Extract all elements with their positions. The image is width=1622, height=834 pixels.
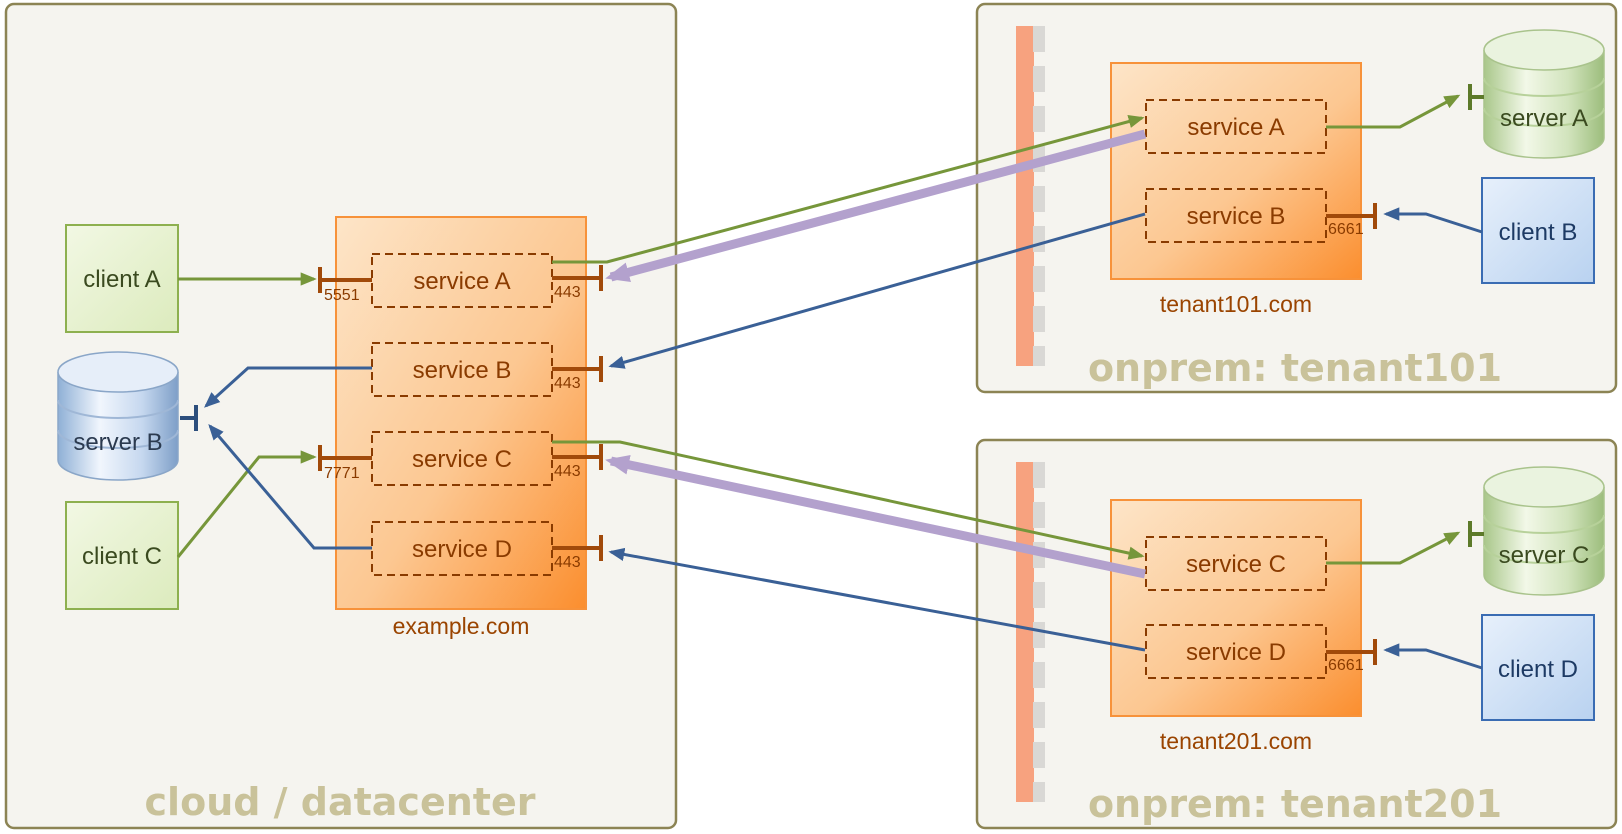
port-443-c-label: 443 bbox=[554, 463, 581, 480]
server-a-label: server A bbox=[1500, 105, 1588, 132]
link-service-a-outbound bbox=[552, 115, 1145, 264]
tenant101-zone-title: onprem: tenant101 bbox=[1088, 346, 1502, 390]
port-443-d-label: 443 bbox=[554, 554, 581, 571]
server-b-label: server B bbox=[73, 429, 162, 456]
tenant201-service-c-label: service C bbox=[1186, 551, 1286, 578]
cloud-service-d[interactable]: service D bbox=[371, 521, 553, 576]
tenant201-service-c[interactable]: service C bbox=[1145, 536, 1327, 591]
client-d[interactable]: client D bbox=[1481, 614, 1595, 721]
port-443-a bbox=[552, 265, 603, 291]
cloud-service-b-label: service B bbox=[413, 357, 512, 384]
tenant201-service-d[interactable]: service D bbox=[1145, 624, 1327, 679]
port-7771 bbox=[318, 445, 372, 471]
port-5551 bbox=[318, 267, 372, 293]
client-d-label: client D bbox=[1498, 656, 1578, 683]
tenant101-service-a-label: service A bbox=[1187, 114, 1284, 141]
link-tenant101-service-b-to-cloud bbox=[608, 212, 1146, 369]
cloud-zone-title: cloud / datacenter bbox=[145, 780, 536, 824]
link-service-c-outbound bbox=[552, 440, 1145, 560]
link-client-c-to-service-c bbox=[176, 450, 317, 558]
tunnel-tenant101 bbox=[605, 129, 1147, 283]
database-icon bbox=[57, 351, 179, 481]
link-service-c-to-server-c bbox=[1326, 531, 1461, 565]
server-a-port bbox=[1468, 84, 1484, 110]
tenant101-service-a[interactable]: service A bbox=[1145, 99, 1327, 154]
port-443-a-label: 443 bbox=[554, 284, 581, 301]
tenant101-firewall bbox=[1016, 26, 1045, 366]
client-a[interactable]: client A bbox=[65, 224, 179, 333]
tenant201-host-label: tenant201.com bbox=[1160, 728, 1312, 754]
port-6661-d bbox=[1326, 639, 1377, 665]
cloud-service-c[interactable]: service C bbox=[371, 431, 553, 486]
database-icon bbox=[1483, 29, 1605, 159]
tenant101-host-label: tenant101.com bbox=[1160, 291, 1312, 317]
cloud-service-a-label: service A bbox=[413, 268, 510, 295]
cloud-service-b[interactable]: service B bbox=[371, 342, 553, 397]
server-b-port bbox=[180, 405, 198, 431]
tenant101-service-b-label: service B bbox=[1187, 203, 1286, 230]
link-client-d-to-service-d bbox=[1383, 643, 1483, 670]
tenant101-service-b[interactable]: service B bbox=[1145, 188, 1327, 243]
tenant201-zone-title: onprem: tenant201 bbox=[1088, 782, 1502, 826]
tenant101-host-box bbox=[1110, 62, 1362, 280]
port-443-b-label: 443 bbox=[554, 375, 581, 392]
database-icon bbox=[1483, 466, 1605, 596]
port-6661-b-label: 6661 bbox=[1328, 221, 1364, 238]
cloud-service-d-label: service D bbox=[412, 536, 512, 563]
link-service-d-to-server-b bbox=[208, 423, 372, 550]
cloud-service-a[interactable]: service A bbox=[371, 253, 553, 308]
link-tenant201-service-d-to-cloud bbox=[608, 547, 1146, 652]
cloud-service-c-label: service C bbox=[412, 446, 512, 473]
tenant201-host-box bbox=[1110, 499, 1362, 717]
server-c-label: server C bbox=[1499, 542, 1590, 569]
example-host-box bbox=[335, 216, 587, 610]
port-6661-d-label: 6661 bbox=[1328, 657, 1364, 674]
port-443-d bbox=[552, 535, 603, 561]
server-b[interactable]: server B bbox=[57, 351, 179, 481]
client-a-label: client A bbox=[83, 266, 160, 293]
client-c-label: client C bbox=[82, 543, 162, 570]
link-service-b-to-server-b bbox=[204, 366, 372, 408]
link-service-a-to-server-a bbox=[1326, 94, 1461, 129]
server-c[interactable]: server C bbox=[1483, 466, 1605, 596]
port-443-b bbox=[552, 356, 603, 382]
client-b-label: client B bbox=[1499, 219, 1578, 246]
link-client-b-to-service-b bbox=[1383, 207, 1483, 234]
port-443-c bbox=[552, 444, 603, 470]
port-7771-label: 7771 bbox=[324, 465, 360, 482]
port-5551-label: 5551 bbox=[324, 287, 360, 304]
server-c-port bbox=[1468, 521, 1484, 547]
example-host-label: example.com bbox=[393, 613, 530, 639]
tenant201-service-d-label: service D bbox=[1186, 639, 1286, 666]
server-a[interactable]: server A bbox=[1483, 29, 1605, 159]
client-b[interactable]: client B bbox=[1481, 177, 1595, 284]
client-c[interactable]: client C bbox=[65, 501, 179, 610]
port-6661-b bbox=[1326, 203, 1377, 229]
tenant201-firewall bbox=[1016, 462, 1045, 802]
tunnel-tenant201 bbox=[605, 454, 1146, 579]
